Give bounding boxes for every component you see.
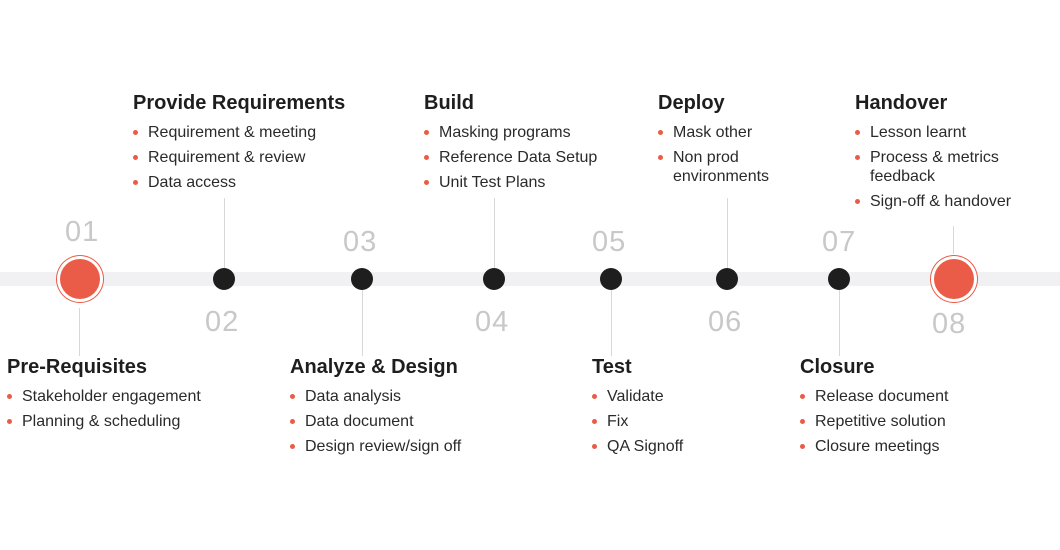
connector-03 [362, 290, 363, 356]
step-item: Reference Data Setup [424, 148, 597, 167]
timeline-track [0, 272, 1060, 286]
timeline-node-07 [828, 268, 850, 290]
step-number-02: 02 [205, 306, 240, 338]
timeline-node-02 [213, 268, 235, 290]
step-block-test: Test Validate Fix QA Signoff [592, 356, 683, 462]
step-items: Stakeholder engagement Planning & schedu… [7, 387, 201, 431]
connector-05 [611, 290, 612, 356]
step-item: Design review/sign off [290, 437, 461, 456]
step-item: QA Signoff [592, 437, 683, 456]
step-items: Validate Fix QA Signoff [592, 387, 683, 456]
timeline-node-03 [351, 268, 373, 290]
step-title: Provide Requirements [133, 92, 346, 114]
step-block-handover: Handover Lesson learnt Process & metrics… [855, 92, 1011, 217]
step-items: Release document Repetitive solution Clo… [800, 387, 948, 456]
step-title: Deploy [658, 92, 725, 114]
step-items: Masking programs Reference Data Setup Un… [424, 123, 597, 192]
timeline-end-node [934, 259, 974, 299]
connector-04 [494, 198, 495, 268]
timeline-start-node [60, 259, 100, 299]
step-item: Requirement & review [133, 148, 345, 167]
step-item: Lesson learnt [855, 123, 1011, 142]
step-item: Unit Test Plans [424, 173, 597, 192]
step-item: Non prod environments [658, 148, 769, 186]
step-item: Mask other [658, 123, 769, 142]
step-number-04: 04 [475, 306, 510, 338]
step-item: Stakeholder engagement [7, 387, 201, 406]
step-item: Release document [800, 387, 948, 406]
step-title: Pre-Requisites [7, 356, 148, 378]
timeline-node-04 [483, 268, 505, 290]
step-items: Requirement & meeting Requirement & revi… [133, 123, 345, 192]
step-item: Closure meetings [800, 437, 948, 456]
step-number-01: 01 [65, 216, 100, 248]
step-number-07: 07 [822, 226, 857, 258]
step-block-build: Build Masking programs Reference Data Se… [424, 92, 597, 198]
step-items: Mask other Non prod environments [658, 123, 769, 186]
step-number-05: 05 [592, 226, 627, 258]
step-item: Fix [592, 412, 683, 431]
step-number-06: 06 [708, 306, 743, 338]
connector-01 [79, 308, 80, 356]
step-item: Data access [133, 173, 345, 192]
step-item: Validate [592, 387, 683, 406]
connector-08 [953, 226, 954, 254]
connector-02 [224, 198, 225, 268]
step-number-03: 03 [343, 226, 378, 258]
connector-07 [839, 290, 840, 356]
step-block-deploy: Deploy Mask other Non prod environments [658, 92, 769, 192]
step-items: Data analysis Data document Design revie… [290, 387, 461, 456]
step-title: Handover [855, 92, 948, 114]
step-title: Build [424, 92, 474, 114]
step-block-closure: Closure Release document Repetitive solu… [800, 356, 948, 462]
step-item: Masking programs [424, 123, 597, 142]
step-item: Repetitive solution [800, 412, 948, 431]
step-block-provide-requirements: Provide Requirements Requirement & meeti… [133, 92, 345, 198]
step-item: Requirement & meeting [133, 123, 345, 142]
step-title: Analyze & Design [290, 356, 458, 378]
step-block-analyze-design: Analyze & Design Data analysis Data docu… [290, 356, 461, 462]
step-item: Sign-off & handover [855, 192, 1011, 211]
step-items: Lesson learnt Process & metrics feedback… [855, 123, 1011, 211]
step-title: Closure [800, 356, 875, 378]
step-item: Planning & scheduling [7, 412, 201, 431]
step-item: Data analysis [290, 387, 461, 406]
timeline-node-05 [600, 268, 622, 290]
timeline-node-06 [716, 268, 738, 290]
connector-06 [727, 198, 728, 268]
step-block-pre-requisites: Pre-Requisites Stakeholder engagement Pl… [7, 356, 201, 437]
step-number-08: 08 [932, 308, 967, 340]
step-title: Test [592, 356, 632, 378]
step-item: Data document [290, 412, 461, 431]
step-item: Process & metrics feedback [855, 148, 1011, 186]
